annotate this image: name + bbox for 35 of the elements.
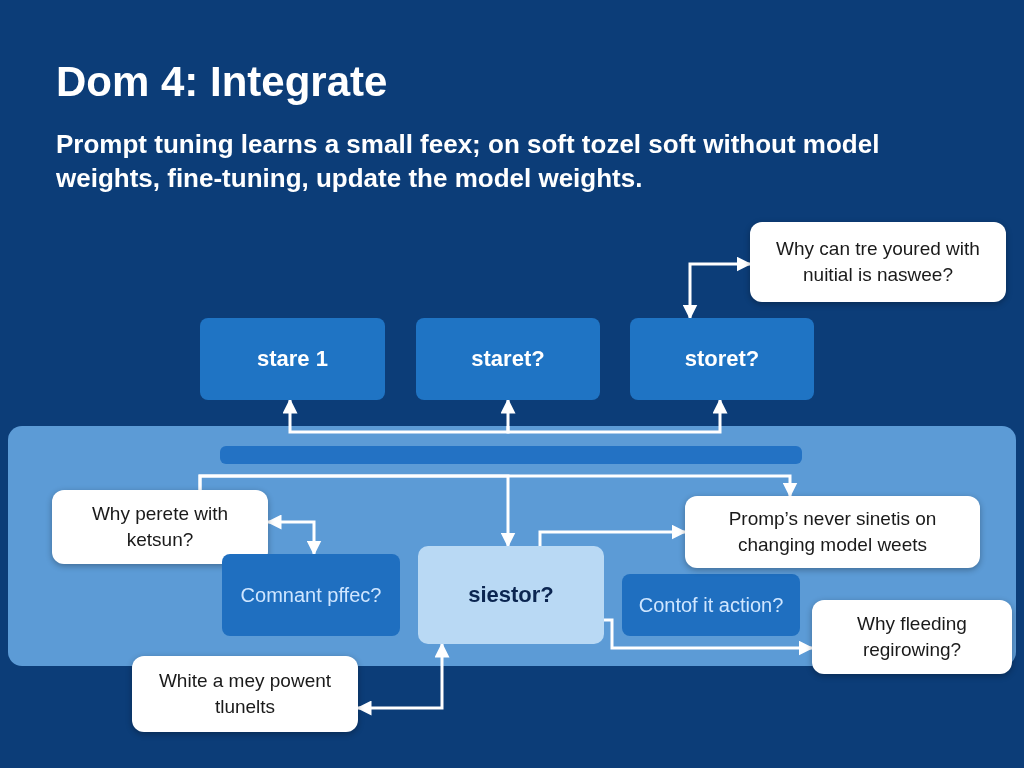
connector-arrow [266, 514, 322, 556]
stage-box [200, 318, 385, 400]
node-text: White a mey powent tlunelts [157, 669, 333, 719]
connector-arrow [198, 474, 516, 548]
callout-box [132, 656, 358, 732]
process-box [222, 554, 400, 636]
diagram-title: Dom 4: Integrate [56, 58, 388, 106]
callout-box [685, 496, 980, 568]
node-text: Contof it action? [638, 593, 784, 617]
node-text: staret? [471, 346, 545, 372]
node-text: Why can tre youred with nuitial is naswee? [775, 237, 981, 287]
callout-box [750, 222, 1006, 302]
connector-arrow [682, 256, 752, 320]
subtitle-text: Prompt tuning learns a small feex; on soft tozel soft without model weights, fine-tuning, update the model weights. [56, 128, 881, 195]
stage-box [416, 318, 600, 400]
node-text: stare 1 [257, 346, 328, 372]
callout-box [812, 600, 1012, 674]
node-text: storet? [684, 346, 760, 372]
connector-arrow [282, 398, 510, 434]
callout-box [52, 490, 268, 564]
band-bar [220, 446, 802, 464]
connector-arrow [538, 524, 687, 546]
highlight-box [418, 546, 604, 644]
node-text: siestor? [468, 582, 554, 608]
node-text: Comnant pffec? [240, 583, 382, 607]
connector-arrow [506, 398, 728, 434]
connector-arrow [604, 618, 814, 656]
connector-arrow [500, 398, 516, 426]
process-box [622, 574, 800, 636]
connector-arrow [356, 642, 450, 716]
stage-box [630, 318, 814, 400]
node-text: Promp’s never sinetis on changing model weets [727, 507, 938, 557]
node-text: Why fleeding regirowing? [856, 612, 968, 662]
node-text: Why perete with ketsun? [90, 502, 230, 552]
panel-background [8, 426, 1016, 666]
